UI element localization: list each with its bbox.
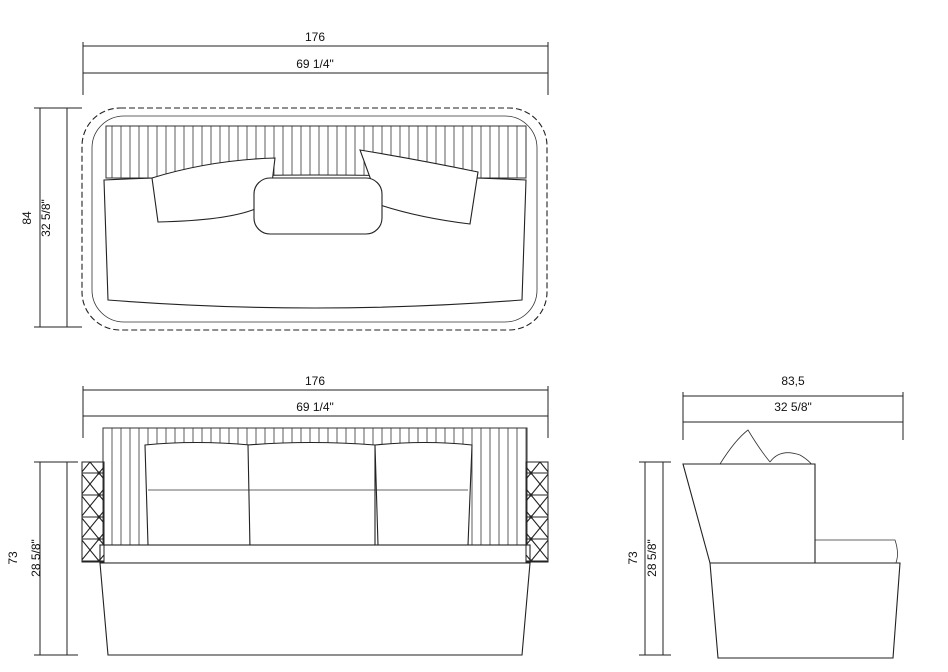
side-depth-in: 32 5/8" <box>774 400 812 414</box>
side-depth-cm: 83,5 <box>781 374 805 388</box>
side-height-dimension: 73 28 5/8" <box>626 461 671 656</box>
top-width-dimension: 176 69 1/4" <box>82 30 549 95</box>
front-height-cm: 73 <box>6 551 20 565</box>
top-width-in: 69 1/4" <box>296 57 334 71</box>
sofa-front-outline <box>81 427 549 656</box>
side-height-cm: 73 <box>626 551 640 565</box>
front-view: 176 69 1/4" 73 28 5/8" <box>6 374 549 656</box>
side-height-in: 28 5/8" <box>645 539 659 577</box>
top-depth-dimension: 84 32 5/8" <box>20 107 82 328</box>
top-depth-cm: 84 <box>20 211 34 225</box>
front-width-cm: 176 <box>305 374 325 388</box>
front-width-dimension: 176 69 1/4" <box>82 374 549 438</box>
front-height-dimension: 73 28 5/8" <box>6 461 78 656</box>
sofa-top-outline <box>81 107 548 331</box>
sofa-side-outline <box>682 429 901 659</box>
front-width-in: 69 1/4" <box>296 400 334 414</box>
front-height-in: 28 5/8" <box>29 539 43 577</box>
side-view: 83,5 32 5/8" 73 28 5/8" <box>626 374 904 659</box>
top-view: 176 69 1/4" 84 32 5/8" <box>20 30 549 331</box>
top-depth-in: 32 5/8" <box>39 199 53 237</box>
top-width-cm: 176 <box>305 30 325 44</box>
side-depth-dimension: 83,5 32 5/8" <box>682 374 904 440</box>
